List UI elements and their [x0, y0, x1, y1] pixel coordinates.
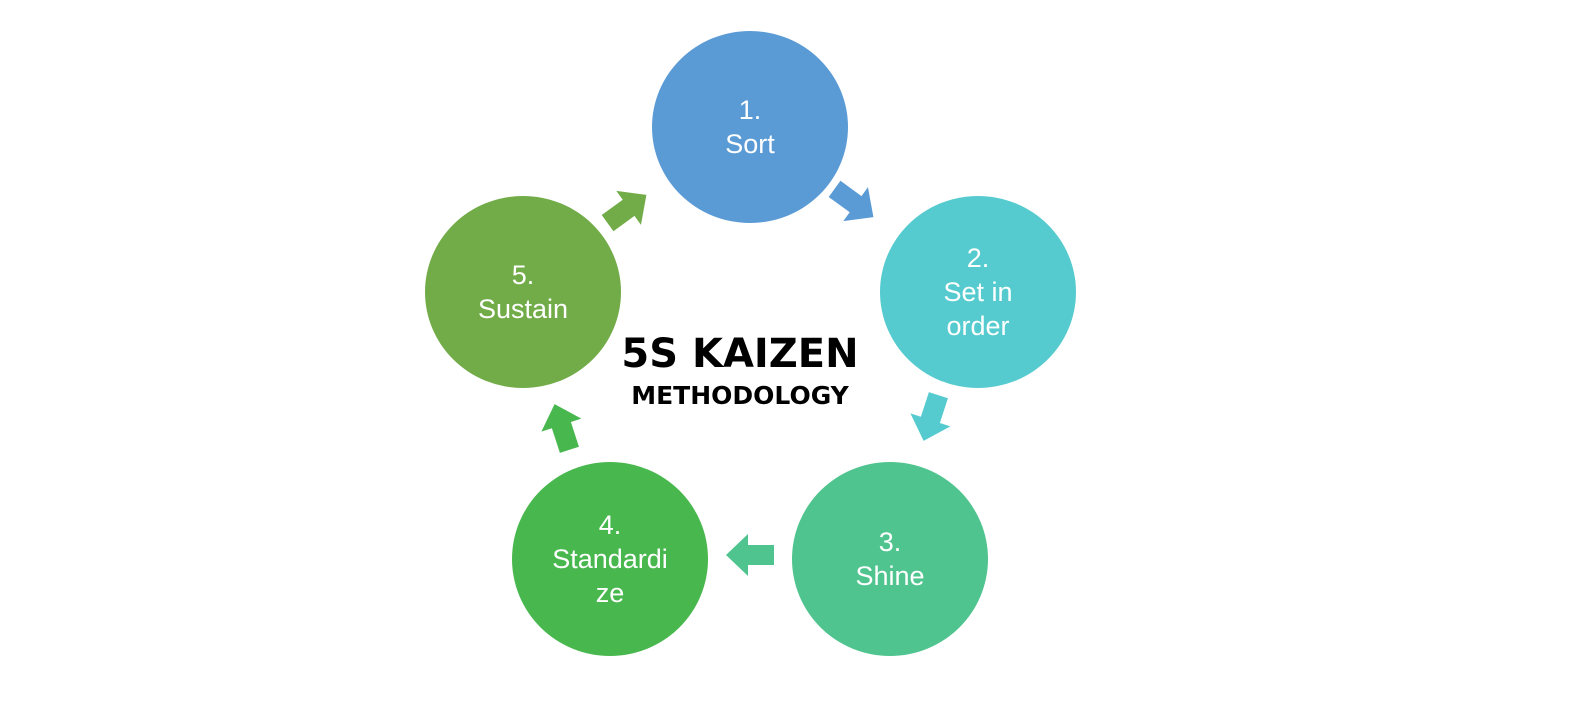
step-5-label-line-1: 5.	[512, 260, 535, 290]
step-node-2: 2. Set in order	[880, 196, 1076, 388]
step-4-label-line-2: Standardi	[552, 544, 668, 574]
step-4-label-line-3: ze	[596, 578, 625, 608]
step-1-label-line-2: Sort	[725, 129, 775, 159]
step-3-label-line-1: 3.	[879, 527, 902, 557]
diagram-subtitle: METHODOLOGY	[631, 381, 849, 410]
step-5-label-line-2: Sustain	[478, 294, 568, 324]
step-node-5: 5. Sustain	[425, 196, 621, 388]
step-2-label-line-2: Set in	[943, 277, 1012, 307]
step-2-label-line-1: 2.	[967, 243, 990, 273]
step-2-label-line-3: order	[946, 311, 1009, 341]
arrow-icon-step-4-to-5	[541, 404, 582, 453]
step-3-label-line-2: Shine	[855, 561, 924, 591]
step-1-label-line-1: 1.	[739, 95, 762, 125]
arrow-icon-step-1-to-2	[828, 180, 874, 222]
center-label: 5S KAIZEN METHODOLOGY	[621, 331, 858, 410]
cycle-arrows	[541, 180, 951, 576]
step-4-label-line-1: 4.	[599, 510, 622, 540]
step-node-4: 4. Standardi ze	[512, 462, 708, 656]
step-circle-5	[425, 196, 621, 388]
step-circle-4	[512, 462, 708, 656]
step-node-3: 3. Shine	[792, 462, 988, 656]
step-circle-2	[880, 196, 1076, 388]
arrow-icon-step-3-to-4	[726, 534, 774, 576]
cycle-nodes: 1. Sort 2. Set in order 3. Shine 4. Standardi ze 5…	[425, 31, 1076, 656]
step-circle-1	[652, 31, 848, 223]
arrow-icon-step-2-to-3	[910, 392, 951, 441]
diagram-title: 5S KAIZEN	[621, 331, 858, 377]
arrow-icon-step-5-to-1	[601, 190, 647, 232]
step-node-1: 1. Sort	[652, 31, 848, 223]
step-circle-3	[792, 462, 988, 656]
